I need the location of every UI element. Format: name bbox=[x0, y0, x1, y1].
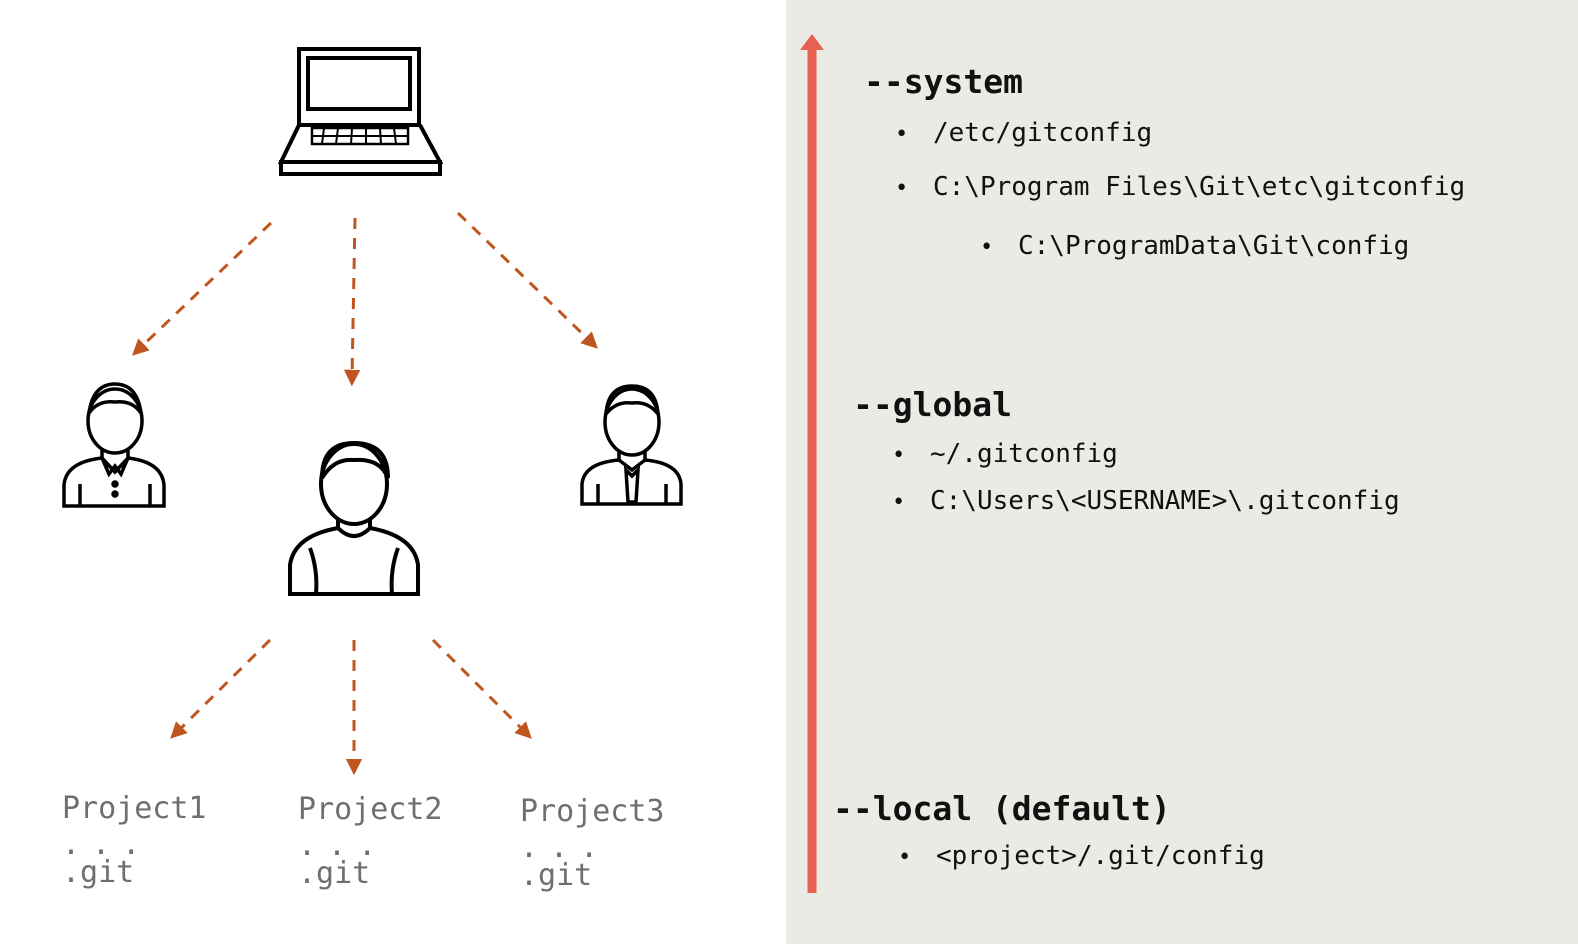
arrows-to-projects bbox=[170, 638, 532, 776]
global-path-item: • ~/.gitconfig bbox=[892, 439, 1118, 469]
global-path-text: ~/.gitconfig bbox=[930, 439, 1118, 469]
arrow-to-user-left bbox=[132, 221, 273, 356]
system-level-title: --system bbox=[864, 62, 1023, 101]
hierarchy-panel bbox=[0, 0, 786, 944]
scope-arrow bbox=[800, 34, 824, 893]
project-name: Project2 bbox=[298, 792, 443, 827]
arrow-to-project1 bbox=[170, 638, 272, 739]
arrows-to-users bbox=[132, 211, 598, 387]
system-path-text: /etc/gitconfig bbox=[933, 118, 1153, 148]
bullet-marker: • bbox=[895, 122, 909, 147]
global-level-title: --global bbox=[853, 385, 1012, 424]
config-levels-panel bbox=[786, 0, 1578, 944]
system-path-item: • C:\Program Files\Git\etc\gitconfig bbox=[895, 172, 1465, 202]
project1: Project1 ... .git bbox=[62, 794, 207, 888]
project3: Project3 ... .git bbox=[520, 797, 665, 891]
system-path-item: • C:\ProgramData\Git\config bbox=[980, 231, 1409, 261]
bullet-marker: • bbox=[895, 176, 909, 201]
project-ellipsis: ... bbox=[62, 827, 153, 862]
user-center-icon bbox=[288, 440, 420, 596]
user-tie-icon bbox=[580, 384, 683, 506]
system-path-item: • /etc/gitconfig bbox=[895, 118, 1152, 148]
bullet-marker: • bbox=[892, 443, 906, 468]
system-path-text: C:\ProgramData\Git\config bbox=[1018, 231, 1410, 261]
bullet-marker: • bbox=[892, 490, 906, 515]
project-ellipsis: ... bbox=[520, 830, 611, 865]
system-path-text: C:\Program Files\Git\etc\gitconfig bbox=[933, 172, 1466, 202]
project-ellipsis: ... bbox=[298, 828, 389, 863]
global-path-item: • C:\Users\<USERNAME>\.gitconfig bbox=[892, 486, 1400, 516]
arrow-to-project3 bbox=[431, 638, 532, 739]
project-git-folder: .git bbox=[62, 855, 135, 890]
bullet-marker: • bbox=[898, 845, 912, 870]
project-git-folder: .git bbox=[298, 856, 371, 891]
project-name: Project3 bbox=[520, 794, 665, 829]
bullet-marker: • bbox=[980, 235, 994, 260]
local-level-title: --local (default) bbox=[833, 789, 1171, 828]
local-path-text: <project>/.git/config bbox=[936, 841, 1265, 871]
project-git-folder: .git bbox=[520, 858, 593, 893]
user-polo-icon bbox=[62, 382, 166, 508]
project-name: Project1 bbox=[62, 791, 207, 826]
laptop-icon bbox=[277, 47, 444, 176]
local-path-item: • <project>/.git/config bbox=[898, 841, 1265, 871]
arrow-to-user-right bbox=[456, 211, 598, 349]
project2: Project2 ... .git bbox=[298, 795, 443, 889]
arrow-to-user-center bbox=[343, 217, 361, 387]
global-path-text: C:\Users\<USERNAME>\.gitconfig bbox=[930, 486, 1400, 516]
